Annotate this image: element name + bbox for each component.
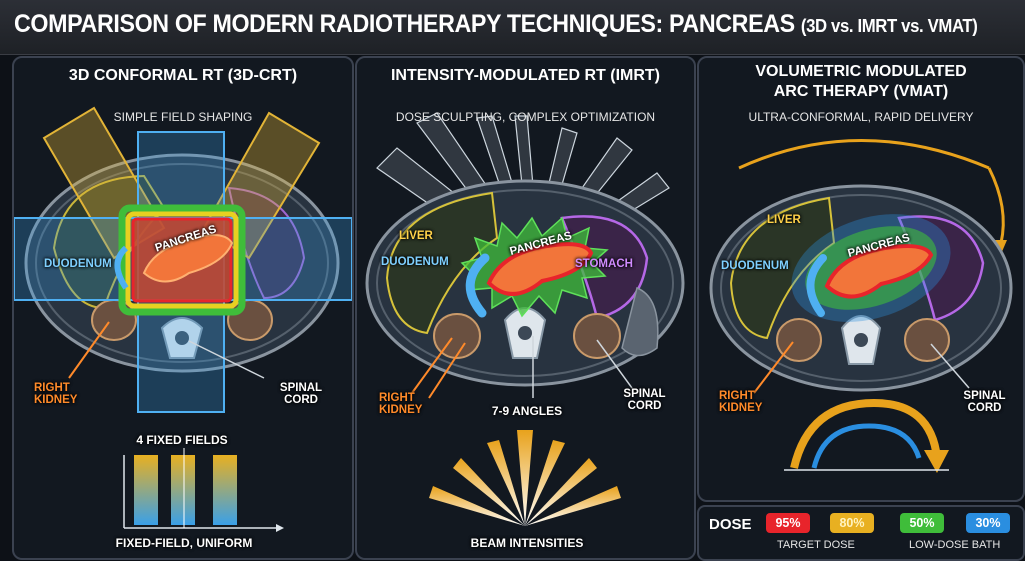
panel-vmat-title-line2: ARC THERAPY (VMAT) [774, 83, 949, 100]
beam-intensity-fan [429, 430, 621, 526]
label-spinal-cord: SPINAL CORD [957, 390, 1012, 414]
label-duodenum: DUODENUM [44, 258, 112, 270]
spinal-cord-shape [518, 326, 532, 340]
label-duodenum: DUODENUM [381, 256, 449, 268]
panel-imrt-graphic [357, 58, 694, 558]
dose-chip-95: 95% [766, 513, 810, 533]
page-title: COMPARISON OF MODERN RADIOTHERAPY TECHNI… [14, 10, 977, 39]
panel-vmat-subtitle: ULTRA-CONFORMAL, RAPID DELIVERY [699, 110, 1023, 124]
left-kidney-shape [574, 314, 620, 358]
dose-chip-80: 80% [830, 513, 874, 533]
panel-3d-crt-graphic [14, 58, 352, 558]
title-bar: COMPARISON OF MODERN RADIOTHERAPY TECHNI… [0, 0, 1025, 55]
fixed-fields-label: 4 FIXED FIELDS [112, 433, 252, 447]
label-right-kidney: RIGHT KIDNEY [379, 392, 439, 416]
low-dose-bath-label: LOW-DOSE BATH [909, 539, 1000, 551]
title-sub: (3D vs. IMRT vs. VMAT) [801, 16, 978, 36]
spinal-cord-shape [854, 333, 868, 347]
label-liver: LIVER [767, 214, 801, 226]
panel-imrt: INTENSITY-MODULATED RT (IMRT) DOSE SCULP… [355, 56, 696, 560]
field-bar-2 [171, 455, 195, 525]
panel-imrt-footer: BEAM INTENSITIES [417, 536, 637, 550]
dose-legend: DOSE 95% 80% 50% 30% TARGET DOSE LOW-DOS… [697, 505, 1025, 561]
panel-vmat-graphic [699, 58, 1023, 500]
field-bar-1 [134, 455, 158, 525]
dose-chip-50: 50% [900, 513, 944, 533]
panel-imrt-subtitle: DOSE SCULPTING, COMPLEX OPTIMIZATION [357, 110, 694, 124]
dose-chip-30: 30% [966, 513, 1010, 533]
panel-3d-crt-title: 3D CONFORMAL RT (3D-CRT) [14, 66, 352, 86]
label-right-kidney: RIGHT KIDNEY [719, 390, 779, 414]
panel-vmat-title-line1: VOLUMETRIC MODULATED [755, 63, 966, 80]
dose-legend-title: DOSE [709, 516, 752, 533]
gantry-arc [739, 141, 989, 169]
label-right-kidney: RIGHT KIDNEY [34, 382, 94, 406]
label-spinal-cord: SPINAL CORD [617, 388, 672, 412]
panel-vmat-title: VOLUMETRIC MODULATED ARC THERAPY (VMAT) [699, 62, 1023, 102]
panel-3d-crt-subtitle: SIMPLE FIELD SHAPING [14, 110, 352, 124]
field-bar-3 [213, 455, 237, 525]
label-duodenum: DUODENUM [721, 260, 789, 272]
label-stomach: STOMACH [575, 258, 633, 270]
right-kidney-shape [434, 314, 480, 358]
label-liver: LIVER [399, 230, 433, 242]
panel-imrt-title: INTENSITY-MODULATED RT (IMRT) [357, 66, 694, 86]
fixed-fields-bars [124, 448, 284, 532]
angles-label: 7-9 ANGLES [467, 404, 587, 418]
panel-3d-crt-footer: FIXED-FIELD, UNIFORM [74, 536, 294, 550]
title-main: COMPARISON OF MODERN RADIOTHERAPY TECHNI… [14, 10, 795, 38]
target-dose-label: TARGET DOSE [777, 539, 855, 551]
left-kidney-shape [905, 319, 949, 361]
label-spinal-cord: SPINAL CORD [276, 382, 326, 406]
panel-3d-crt: 3D CONFORMAL RT (3D-CRT) SIMPLE FIELD SH… [12, 56, 354, 560]
panel-vmat: VOLUMETRIC MODULATED ARC THERAPY (VMAT) … [697, 56, 1025, 502]
